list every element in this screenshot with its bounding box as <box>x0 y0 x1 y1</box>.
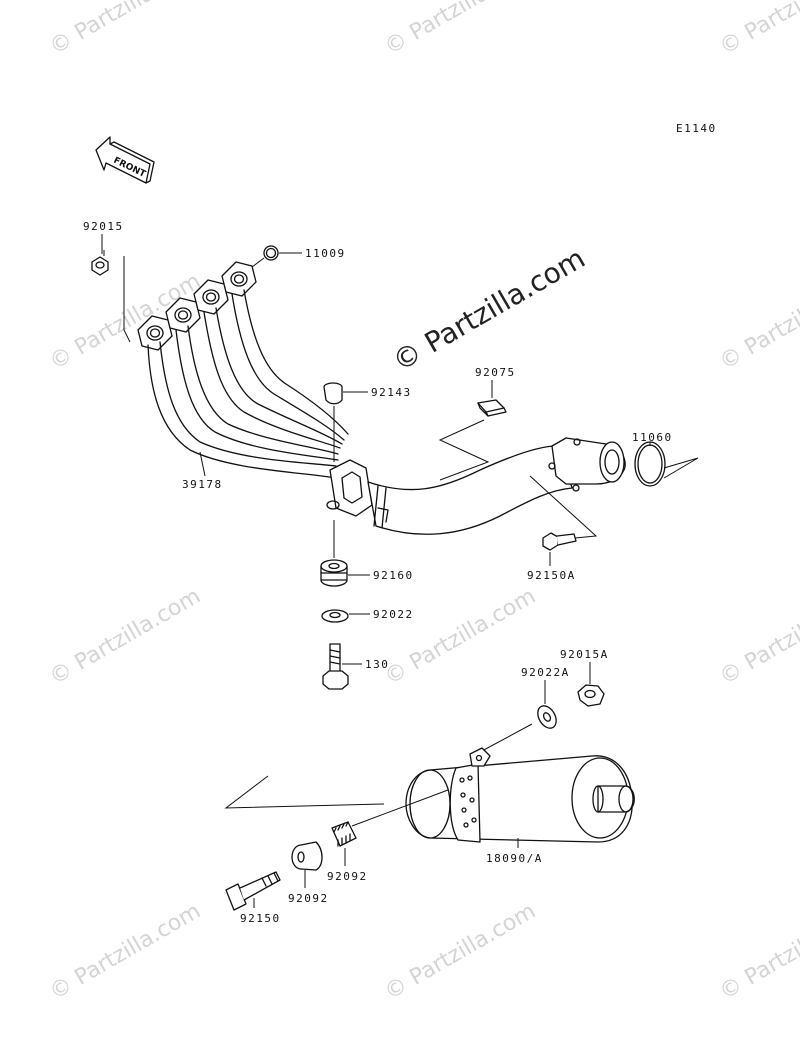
watermark: © Partzilla.com <box>381 584 541 691</box>
part-label-92092-a: 92092 <box>327 870 368 883</box>
part-label-92015: 92015 <box>83 220 124 233</box>
bushing-92092-b <box>291 841 323 888</box>
part-label-92075: 92075 <box>475 366 516 379</box>
watermark: © Partzilla.com <box>381 899 541 1006</box>
part-label-92160: 92160 <box>373 569 414 582</box>
watermark: © Partzilla.com <box>46 0 206 60</box>
watermark: © Partzilla.com <box>716 584 800 691</box>
watermark: © Partzilla.com <box>716 269 800 376</box>
gasket-11009 <box>263 245 302 261</box>
bushing-92092-a <box>331 821 357 866</box>
damper-92143 <box>323 382 368 462</box>
part-label-39178: 39178 <box>182 478 223 491</box>
diagram-code: E1140 <box>676 122 717 135</box>
part-label-92150: 92150 <box>240 912 281 925</box>
part-label-11060: 11060 <box>632 431 673 444</box>
part-label-18090A: 18090/A <box>486 852 543 865</box>
collar-92022 <box>321 609 370 623</box>
part-label-11009: 11009 <box>305 247 346 260</box>
part-label-92022: 92022 <box>373 608 414 621</box>
part-label-130: 130 <box>365 658 389 671</box>
damper-92160 <box>320 520 370 587</box>
nut-92015 <box>91 250 131 343</box>
center-watermark: © Partzilla.com <box>387 241 591 378</box>
exhaust-header-39178 <box>137 261 626 535</box>
bolt-92150 <box>225 871 281 911</box>
part-label-92015A: 92015A <box>560 648 609 661</box>
part-label-92143: 92143 <box>371 386 412 399</box>
muffler-18090A <box>405 747 635 848</box>
watermark: © Partzilla.com <box>716 0 800 60</box>
watermark: © Partzilla.com <box>716 899 800 1006</box>
nut-92015A <box>577 662 605 707</box>
gasket-11060 <box>634 441 699 487</box>
collar-92022A <box>537 680 557 729</box>
part-label-92092-b: 92092 <box>288 892 329 905</box>
part-label-92150A: 92150A <box>527 569 576 582</box>
pad-92075 <box>438 380 507 481</box>
bolt-92150A <box>529 475 598 566</box>
watermark: © Partzilla.com <box>381 0 541 60</box>
part-label-92022A: 92022A <box>521 666 570 679</box>
front-arrow-icon: FRONT <box>95 136 155 184</box>
watermark: © Partzilla.com <box>46 899 206 1006</box>
watermark: © Partzilla.com <box>46 584 206 691</box>
bolt-130 <box>322 643 362 690</box>
